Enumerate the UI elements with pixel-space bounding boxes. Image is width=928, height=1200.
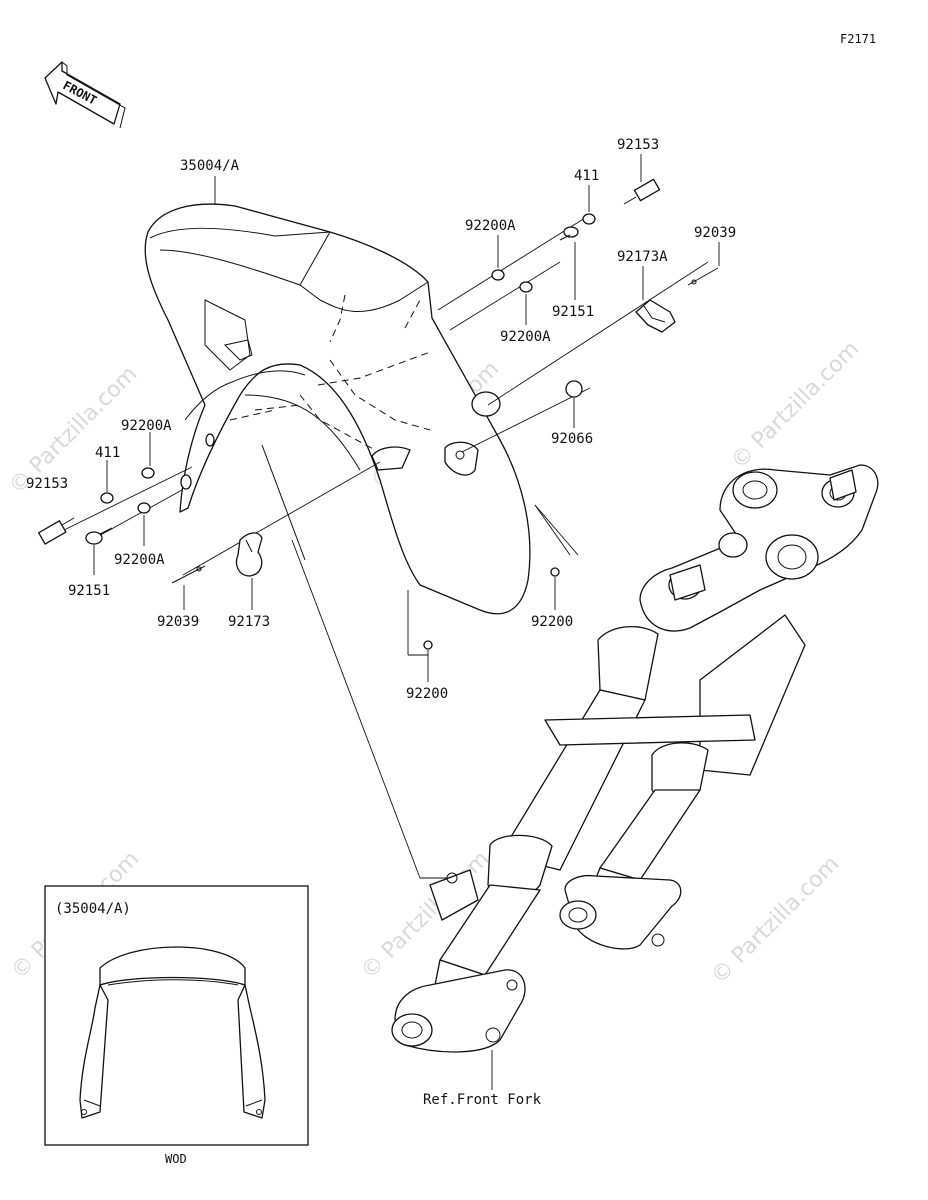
callout-clamp-left: 92173 bbox=[228, 614, 270, 630]
callout-nut-right: 92200 bbox=[531, 614, 573, 630]
cable-pin-92039-left bbox=[171, 565, 206, 584]
nut-92200-center bbox=[423, 640, 433, 650]
bolt-92153-right bbox=[623, 178, 661, 205]
callout-washer-a-left-lower: 92200A bbox=[114, 552, 165, 568]
front-arrow-icon: FRONT bbox=[44, 61, 126, 129]
leader-right-nut bbox=[534, 504, 571, 556]
screw-92151-right bbox=[559, 226, 579, 241]
callout-fender: 35004/A bbox=[180, 158, 240, 174]
callout-washer-right-top: 411 bbox=[574, 168, 599, 184]
callout-bolt-right-top: 92153 bbox=[617, 137, 659, 153]
callout-cable-pin-right: 92039 bbox=[694, 225, 736, 241]
watermark-bottom-right: © Partzilla.com bbox=[707, 852, 845, 990]
callout-washer-a-left-upper: 92200A bbox=[121, 418, 172, 434]
hardware-left bbox=[37, 461, 381, 584]
callout-grommet: 92066 bbox=[551, 431, 593, 447]
cable-pin-92039-right bbox=[687, 267, 719, 286]
callout-washer-left: 411 bbox=[95, 445, 120, 461]
nut-92200-right bbox=[550, 567, 560, 577]
washer-411-left bbox=[100, 492, 114, 504]
callout-screw-left: 92151 bbox=[68, 583, 110, 599]
callout-labels: 35004/A 92153 411 92200A 92039 92173A 92… bbox=[26, 137, 736, 702]
washer-92200a-right-lower bbox=[519, 281, 533, 293]
figure-code: F2171 bbox=[840, 32, 876, 46]
inset-box: (35004/A) WOD bbox=[44, 885, 309, 1166]
washer-92200a-left-lower bbox=[137, 502, 151, 514]
callout-nut-center: 92200 bbox=[406, 686, 448, 702]
ref-front-fork-label: Ref.Front Fork bbox=[423, 1092, 542, 1108]
washer-411-right bbox=[582, 213, 596, 225]
front-fork-assembly bbox=[391, 464, 879, 1053]
clamp-92173-left bbox=[235, 532, 263, 577]
clamp-92173a-right bbox=[635, 299, 676, 333]
inset-caption: WOD bbox=[165, 1152, 187, 1166]
hardware-right bbox=[407, 178, 719, 656]
callout-washer-a-right-upper: 92200A bbox=[465, 218, 516, 234]
washer-92200a-left-upper bbox=[141, 467, 155, 479]
leader-fender-to-fork bbox=[291, 539, 421, 879]
callout-bolt-left: 92153 bbox=[26, 476, 68, 492]
inset-title: (35004/A) bbox=[55, 901, 131, 917]
screw-92151-left bbox=[85, 527, 113, 545]
callout-cable-pin-left: 92039 bbox=[157, 614, 199, 630]
front-fender bbox=[144, 203, 531, 615]
grommet-92066 bbox=[565, 380, 583, 398]
inset-fender-wod bbox=[79, 946, 266, 1119]
callout-clamp-right: 92173A bbox=[617, 249, 668, 265]
watermark-right: © Partzilla.com bbox=[727, 337, 865, 475]
washer-92200a-right-upper bbox=[491, 269, 505, 281]
callout-screw-right: 92151 bbox=[552, 304, 594, 320]
bolt-92153-left bbox=[37, 517, 75, 545]
callout-washer-a-right-lower: 92200A bbox=[500, 329, 551, 345]
